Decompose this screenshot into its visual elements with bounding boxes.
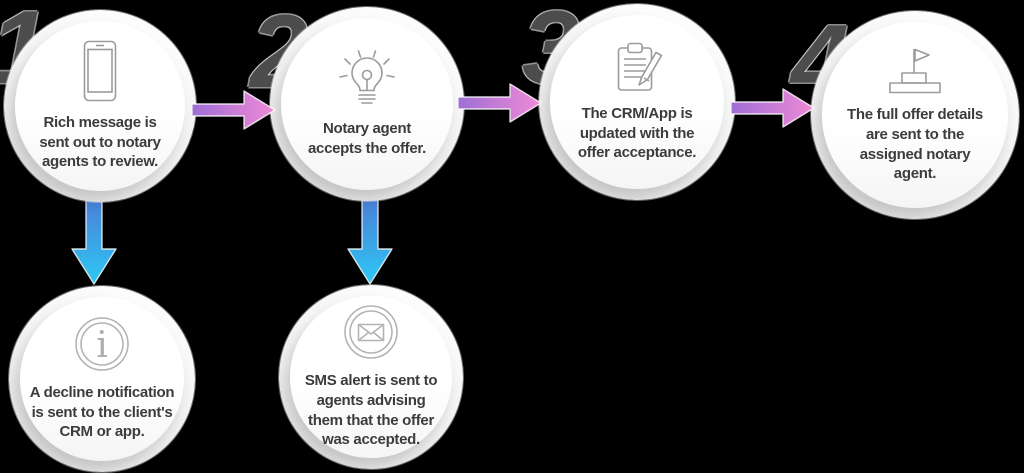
step-label-2: Notary agent accepts the offer.	[308, 119, 426, 157]
step-circle-2: Notary agent accepts the offer.	[270, 7, 464, 201]
step-circle-4: The full offer details are sent to the a…	[811, 11, 1019, 219]
arrow-right-icon	[192, 90, 276, 130]
arrow-down-icon	[71, 197, 117, 285]
step-label-4: The full offer details are sent to the a…	[847, 105, 983, 183]
milestone-flag-icon	[889, 48, 941, 94]
step-label-3: The CRM/App is updated with the offer ac…	[577, 104, 697, 162]
clipboard-pencil-icon	[617, 42, 663, 91]
arrow-right-icon	[458, 83, 542, 123]
branch-circle-2: SMS alert is sent to agents advising the…	[279, 285, 463, 469]
arrow-right-icon	[731, 88, 815, 128]
step-circle-1: Rich message is sent out to notary agent…	[4, 10, 196, 202]
branch-circle-1: i A decline notification is sent to the …	[9, 286, 195, 472]
branch-label-1: A decline notification is sent to the cl…	[29, 383, 175, 441]
lightbulb-icon	[339, 49, 395, 104]
envelope-icon	[344, 305, 398, 359]
smartphone-icon	[83, 40, 117, 102]
step-circle-3: The CRM/App is updated with the offer ac…	[539, 4, 735, 200]
svg-text:i: i	[96, 325, 108, 366]
step-label-1: Rich message is sent out to notary agent…	[39, 113, 161, 171]
arrow-down-icon	[347, 197, 393, 285]
info-icon: i	[75, 316, 129, 371]
branch-label-2: SMS alert is sent to agents advising the…	[304, 371, 438, 449]
